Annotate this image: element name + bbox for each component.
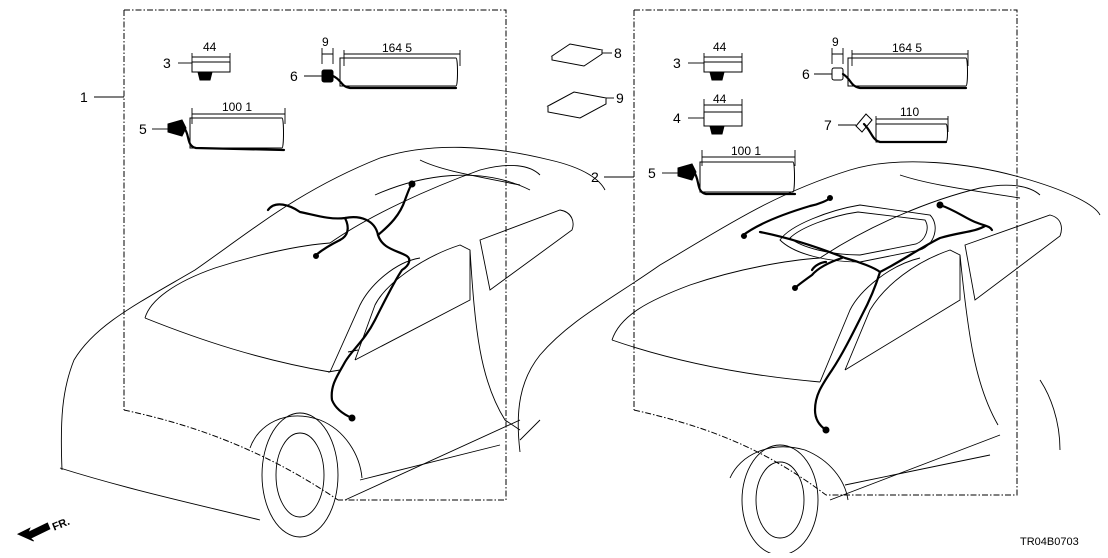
front-direction-arrow: [16, 522, 51, 542]
left-part-6: [304, 48, 461, 90]
callout-left-5: 5: [139, 121, 147, 137]
dim-right-5-length: 100 1: [731, 144, 761, 158]
part-9-pad: [546, 91, 614, 119]
callout-right-5: 5: [648, 165, 656, 181]
right-assembly-frame: [633, 9, 1018, 496]
callout-left-6: 6: [290, 68, 298, 84]
right-part-3: [688, 53, 743, 81]
right-car-outline: [517, 161, 1101, 556]
dim-left-6-length: 164 5: [382, 41, 412, 55]
right-wire-harness: [740, 195, 994, 434]
right-part-7: [838, 113, 949, 144]
left-assembly-frame: [123, 9, 507, 501]
callout-right-6: 6: [802, 66, 810, 82]
callout-right-3: 3: [673, 55, 681, 71]
callout-1: 1: [80, 89, 88, 105]
dim-right-7-length: 110: [900, 105, 919, 119]
dim-right-6-small: 9: [832, 35, 839, 49]
callout-9: 9: [616, 90, 624, 106]
dim-left-5-length: 100 1: [222, 100, 252, 114]
callout-2: 2: [591, 169, 599, 185]
right-part-6: [814, 48, 969, 90]
left-car-outline: [59, 146, 606, 538]
callout-right-7: 7: [824, 117, 832, 133]
dim-right-3-width: 44: [713, 40, 727, 54]
dim-right-6-length: 164 5: [892, 41, 922, 55]
front-direction-label: FR.: [51, 516, 72, 534]
right-part-5: [662, 150, 797, 196]
callout-8: 8: [614, 45, 622, 61]
dim-left-3-width: 44: [203, 40, 217, 54]
callout-right-4: 4: [673, 110, 681, 126]
diagram-code: TR04B0703: [1020, 536, 1079, 548]
left-wire-harness: [266, 180, 416, 422]
left-part-3: [178, 53, 231, 81]
part-8-pad: [550, 43, 612, 67]
callout-left-3: 3: [163, 55, 171, 71]
left-part-5: [152, 108, 286, 152]
dim-left-6-small: 9: [322, 35, 329, 49]
dim-right-4-width: 44: [713, 92, 727, 106]
right-part-4: [688, 99, 743, 135]
